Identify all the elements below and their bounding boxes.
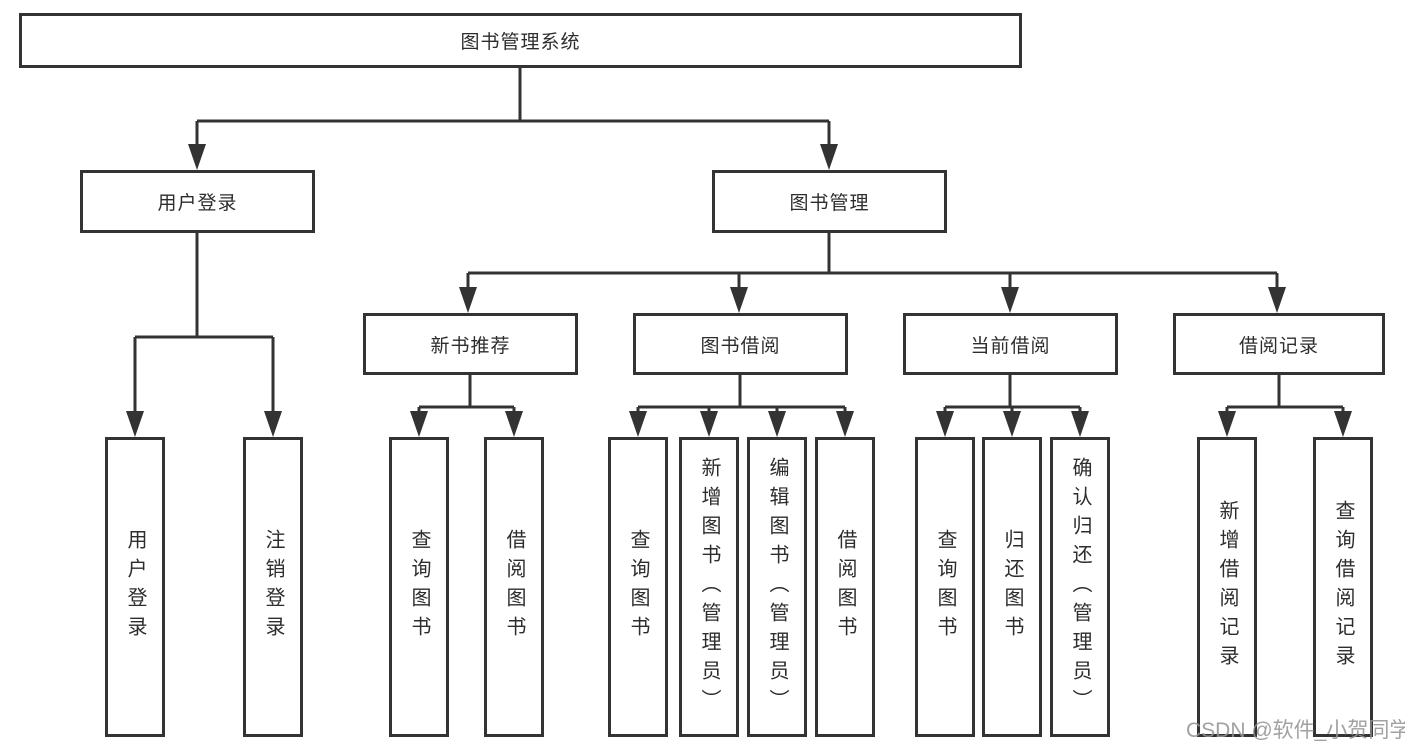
node-label: 借阅记录 xyxy=(1238,335,1319,357)
arrowhead xyxy=(936,411,954,437)
arrowhead xyxy=(410,411,428,437)
node-add-book-admin: 新增图书（管理员） xyxy=(679,437,739,737)
arrowhead xyxy=(1071,411,1089,437)
node-borrowing-records: 借阅记录 xyxy=(1173,313,1385,375)
node-borrow-books-recommend: 借阅图书 xyxy=(484,437,544,737)
connector-borrowing-to-leaves xyxy=(636,375,847,413)
node-label: 图书管理系统 xyxy=(460,32,581,53)
arrowhead xyxy=(836,411,854,437)
arrowheads xyxy=(126,144,1352,437)
connector-root-to-level2 xyxy=(195,68,831,146)
arrowhead xyxy=(1001,287,1019,313)
node-query-books-recommend: 查询图书 xyxy=(389,437,449,737)
arrowhead xyxy=(820,144,838,170)
arrowhead xyxy=(264,411,282,437)
arrowhead xyxy=(188,144,206,170)
node-query-borrow-record: 查询借阅记录 xyxy=(1313,437,1373,737)
arrowhead xyxy=(1334,411,1352,437)
node-edit-book-admin: 编辑图书（管理员） xyxy=(747,437,807,737)
node-label: 图书管理 xyxy=(789,193,870,214)
node-label: 借阅图书 xyxy=(834,529,856,645)
node-add-borrow-record: 新增借阅记录 xyxy=(1197,437,1257,737)
node-return-books: 归还图书 xyxy=(982,437,1042,737)
node-query-books-borrowing: 查询图书 xyxy=(608,437,668,737)
node-label: 查询借阅记录 xyxy=(1332,500,1354,674)
node-logout: 注销登录 xyxy=(243,437,303,737)
node-label: 用户登录 xyxy=(124,529,146,645)
node-book-borrowing: 图书借阅 xyxy=(633,313,848,375)
node-label: 确认归还（管理员） xyxy=(1069,456,1091,718)
node-confirm-return-admin: 确认归还（管理员） xyxy=(1050,437,1110,737)
node-new-book-recommendation: 新书推荐 xyxy=(363,313,578,375)
node-label: 新书推荐 xyxy=(430,335,511,357)
arrowhead xyxy=(1003,411,1021,437)
node-label: 查询图书 xyxy=(627,529,649,645)
node-label: 新增图书（管理员） xyxy=(698,456,720,718)
connector-bookmgmt-to-level3 xyxy=(466,233,1279,289)
node-label: 归还图书 xyxy=(1001,529,1023,645)
arrowhead xyxy=(1268,287,1286,313)
node-library-management-system: 图书管理系统 xyxy=(19,13,1022,68)
arrowhead xyxy=(700,411,718,437)
node-current-borrowing: 当前借阅 xyxy=(903,313,1118,375)
arrowhead xyxy=(505,411,523,437)
node-user-login-branch: 用户登录 xyxy=(80,170,315,233)
node-label: 查询图书 xyxy=(408,529,430,645)
arrowhead xyxy=(768,411,786,437)
node-label: 图书借阅 xyxy=(700,335,781,357)
node-label: 新增借阅记录 xyxy=(1216,500,1238,674)
connector-records-to-leaves xyxy=(1225,375,1345,413)
node-book-management: 图书管理 xyxy=(712,170,947,233)
node-label: 查询图书 xyxy=(934,529,956,645)
node-user-login: 用户登录 xyxy=(105,437,165,737)
arrowhead xyxy=(126,411,144,437)
connector-userlogin-to-leaves xyxy=(133,233,275,413)
arrowhead xyxy=(730,287,748,313)
node-query-books-current: 查询图书 xyxy=(915,437,975,737)
connector-newbook-to-leaves xyxy=(417,375,516,413)
node-label: 当前借阅 xyxy=(970,335,1051,357)
csdn-watermark: CSDN @软件_小贺同学 xyxy=(1186,719,1405,742)
arrowhead xyxy=(459,287,477,313)
connector-current-to-leaves xyxy=(943,375,1082,413)
node-label: 注销登录 xyxy=(262,529,284,645)
node-label: 借阅图书 xyxy=(503,529,525,645)
node-label: 用户登录 xyxy=(157,193,238,214)
node-label: 编辑图书（管理员） xyxy=(766,456,788,718)
arrowhead xyxy=(1218,411,1236,437)
node-borrow-books: 借阅图书 xyxy=(815,437,875,737)
arrowhead xyxy=(629,411,647,437)
